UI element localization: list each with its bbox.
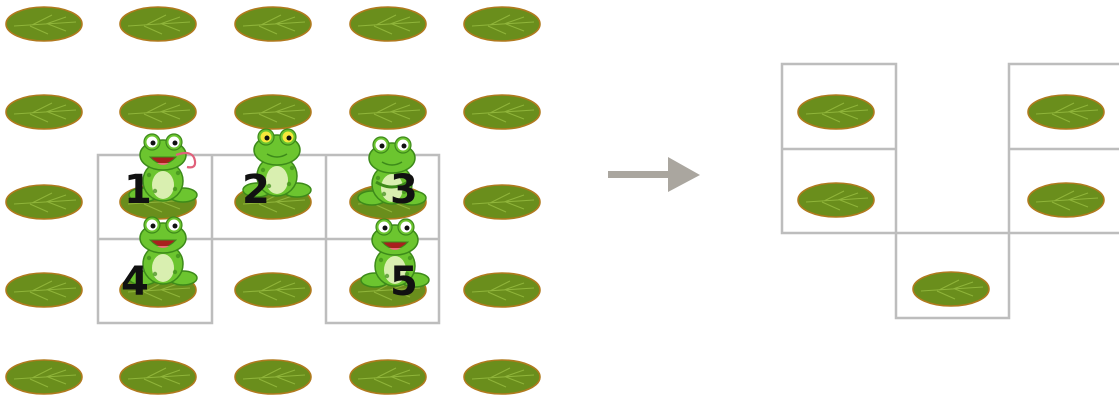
lily-pad-icon (119, 94, 197, 130)
lily-pad-icon (5, 6, 83, 42)
lily-pad-icon (234, 359, 312, 395)
lily-pad-icon (797, 182, 875, 218)
frog-number-4: 4 (121, 259, 149, 305)
result-grid-lines (780, 62, 1119, 320)
result-lily-pads (797, 94, 1105, 307)
lily-pad-icon (349, 359, 427, 395)
lily-pad-icon (912, 271, 990, 307)
lily-pad-field (5, 6, 541, 395)
frog-number-3: 3 (390, 167, 418, 213)
frog-yellow-eyes-icon (242, 128, 312, 198)
frog-numbers: 1 2 3 4 5 (121, 167, 418, 305)
lily-pad-icon (1027, 182, 1105, 218)
lily-pad-icon (119, 6, 197, 42)
right-arrow-icon (608, 157, 700, 192)
result-u-shape (780, 62, 1119, 320)
lily-pad-icon (234, 94, 312, 130)
lily-pad-icon (119, 359, 197, 395)
lily-pad-icon (234, 272, 312, 308)
lily-pad-icon (5, 184, 83, 220)
frog-number-1: 1 (124, 167, 152, 213)
frog-smiling-icon (128, 216, 198, 286)
lily-pad-icon (5, 94, 83, 130)
lily-pad-icon (349, 94, 427, 130)
lily-pad-icon (463, 184, 541, 220)
lily-pad-icon (349, 6, 427, 42)
frog-number-5: 5 (390, 259, 418, 305)
frog-sitting-laughing-icon (360, 218, 430, 288)
lily-pad-icon (463, 94, 541, 130)
lily-pad-icon (5, 272, 83, 308)
frog-number-2: 2 (242, 167, 270, 213)
frog-arms-crossed-icon (357, 136, 427, 206)
lily-pad-icon (463, 359, 541, 395)
frog-tongue-out-icon (128, 133, 198, 203)
lily-pad-icon (5, 359, 83, 395)
lily-pad-icon (1027, 94, 1105, 130)
frog-grid (96, 153, 441, 325)
frogs-layer (128, 128, 430, 288)
lily-pad-icon (463, 6, 541, 42)
lily-pad-icon (797, 94, 875, 130)
grid-lines (96, 153, 441, 325)
lily-pad-icon (234, 6, 312, 42)
lily-pad-icon (463, 272, 541, 308)
